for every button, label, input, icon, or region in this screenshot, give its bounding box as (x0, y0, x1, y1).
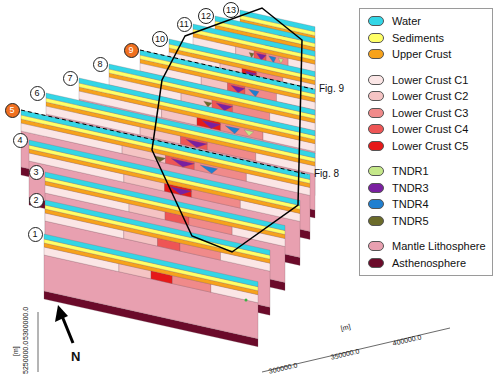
axis-label: 300000.0 (268, 361, 298, 374)
legend-entry: TNDR3 (368, 180, 486, 197)
axis-label: 5250000.0 (22, 341, 29, 374)
callout-text: 5 (9, 106, 14, 115)
legend-swatch (368, 91, 384, 101)
legend-swatch (368, 141, 384, 151)
legend-text: TNDR4 (392, 198, 429, 210)
callout-text: 7 (67, 74, 72, 83)
callout-text: 1 (32, 230, 37, 239)
layer-band (225, 126, 239, 134)
callout-text: 10 (155, 35, 165, 44)
callout-number: 2 (29, 193, 44, 208)
legend-text: Lower Crust C3 (392, 107, 468, 119)
callout-text: 8 (97, 60, 102, 69)
callout-number: 6 (30, 86, 45, 101)
legend-text: TNDR5 (392, 215, 429, 227)
section-line (21, 110, 308, 174)
callout-text: 13 (226, 6, 236, 15)
legend-text: TNDR3 (392, 182, 429, 194)
legend-swatch (368, 108, 384, 118)
legend-swatch (368, 33, 384, 43)
legend-text: TNDR1 (392, 165, 429, 177)
callout-text: 9 (128, 46, 133, 55)
cross-section (44, 234, 258, 347)
legend-entry: Lower Crust C5 (368, 138, 486, 155)
area-outline (152, 8, 302, 252)
callout-text: 2 (33, 196, 38, 205)
legend-entry: Sediments (368, 30, 486, 47)
legend-entry: Lower Crust C1 (368, 72, 486, 89)
callout-number: 11 (177, 17, 192, 32)
callout-number: 10 (152, 31, 168, 47)
callout-text: 4 (17, 136, 22, 145)
legend-swatch (368, 183, 384, 193)
callout-text: 12 (201, 12, 211, 21)
legend-box: WaterSedimentsUpper CrustLower Crust C1 L… (359, 8, 493, 276)
callout-text: 3 (33, 168, 38, 177)
section-line (140, 50, 313, 89)
legend-entry: Lower Crust C2 (368, 88, 486, 105)
callout-number: 3 (29, 165, 44, 180)
callout-number: 9 (124, 43, 139, 58)
legend-swatch (368, 166, 384, 176)
legend-text: Sediments (392, 32, 444, 44)
legend-swatch (368, 241, 384, 251)
axis-label: 5300000.0 (22, 307, 29, 340)
legend-entry: Lower Crust C3 (368, 105, 486, 122)
legend-text: Lower Crust C2 (392, 90, 468, 102)
legend-entry: Asthenosphere (368, 255, 486, 272)
legend-entry: TNDR5 (368, 213, 486, 230)
legend-swatch (368, 124, 384, 134)
legend-entry: Mantle Lithosphere (368, 238, 486, 255)
layer-band (44, 243, 258, 295)
callout-number: 12 (198, 8, 214, 24)
legend-entry: TNDR1 (368, 163, 486, 180)
callout-number: 8 (93, 57, 108, 72)
north-arrowhead (55, 305, 68, 322)
axis-label: 400000.0 (392, 333, 422, 346)
legend-text: Water (392, 15, 421, 27)
axis-label: [m] (12, 346, 19, 356)
layer-band (44, 234, 258, 287)
legend-text: Lower Crust C5 (392, 140, 468, 152)
figure-reference: Fig. 9 (319, 84, 344, 94)
legend-entry: Upper Crust (368, 46, 486, 63)
axis-line (38, 312, 39, 372)
callout-number: 13 (223, 2, 239, 18)
marker-dot (245, 299, 248, 302)
legend-text: Lower Crust C4 (392, 123, 468, 135)
callout-number: 7 (63, 71, 78, 86)
legend-swatch (368, 16, 384, 26)
legend-swatch (368, 199, 384, 209)
callout-text: 11 (179, 20, 188, 29)
callout-number: 4 (13, 133, 28, 148)
legend-swatch (368, 216, 384, 226)
legend-swatch (368, 75, 384, 85)
axis-label: 350000.0 (330, 347, 360, 360)
north-arrow (62, 316, 73, 343)
cross-sections (21, 10, 315, 347)
layer-band (244, 130, 253, 136)
callout-number: 1 (28, 227, 43, 242)
callout-text: 6 (34, 89, 39, 98)
legend-entry: Lower Crust C4 (368, 121, 486, 138)
legend-text: Asthenosphere (392, 257, 466, 269)
legend-swatch (368, 258, 384, 268)
legend-text: Lower Crust C1 (392, 74, 468, 86)
north-label: N (71, 350, 80, 363)
figure-reference: Fig. 8 (314, 169, 339, 179)
legend-text: Mantle Lithosphere (392, 240, 486, 252)
layer-band (44, 239, 258, 291)
axis-label: [m] (340, 323, 351, 332)
legend-swatch (368, 49, 384, 59)
legend-entry: TNDR4 (368, 196, 486, 213)
layer-band (278, 58, 283, 64)
legend-entry: Water (368, 13, 486, 30)
legend-text: Upper Crust (392, 48, 451, 60)
callout-number: 5 (5, 103, 20, 118)
